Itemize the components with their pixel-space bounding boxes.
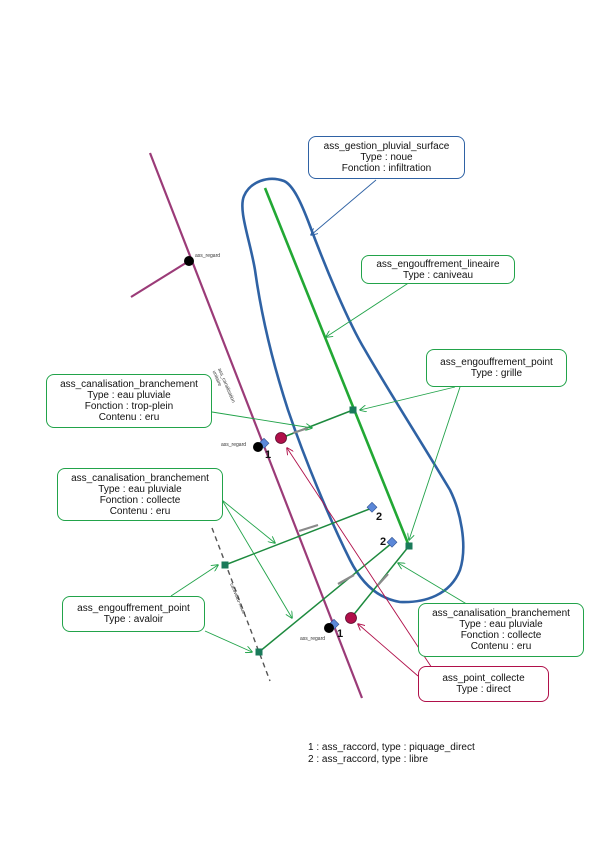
noue-outline (241, 177, 465, 604)
legend-item: 1 : ass_raccord, type : piquage_direct (308, 742, 475, 753)
box-engouffrement-point-grille: ass_engouffrement_point Type : grille (426, 349, 567, 387)
box-title: ass_canalisation_branchement (432, 608, 570, 619)
engouffrement-point-grille-top (349, 406, 357, 414)
callout-arrow-collecte-right (398, 563, 471, 607)
raccord-number: 2 (376, 511, 382, 523)
raccord-number: 1 (337, 628, 343, 640)
callout-arrows (170, 179, 471, 677)
box-title: ass_engouffrement_lineaire (376, 258, 500, 270)
box-line: Type : avaloir (103, 614, 164, 625)
callout-arrow-grille-top (360, 386, 456, 410)
caniveau-line (263, 187, 411, 547)
box-line: Fonction : collecte (99, 494, 181, 506)
callout-arrow-collecte-left-a (221, 499, 275, 543)
regard-node-top (184, 256, 194, 266)
callout-arrow-lineaire (326, 281, 411, 337)
flow-arrow (337, 574, 355, 585)
regard-label: ass_regard (300, 636, 325, 642)
box-branchement-trop-plein: ass_canalisation_branchement Type : eau … (46, 374, 212, 428)
box-branchement-collecte-right: ass_canalisation_branchement Type : eau … (418, 603, 584, 657)
box-title: ass_engouffrement_point (440, 357, 553, 368)
regard-label: ass_regard (195, 253, 220, 259)
box-title: ass_gestion_pluvial_surface (323, 141, 450, 152)
callout-arrow-trop-plein (211, 411, 312, 428)
callout-arrow-collecte-left-b (221, 499, 292, 618)
callout-arrow-point-collecte-b (287, 448, 433, 669)
box-line: Fonction : infiltration (341, 163, 432, 174)
box-line: Fonction : collecte (460, 630, 542, 641)
callout-arrow-avaloir-lower (204, 630, 252, 652)
canalisation-label: ass_canalisation unitaire (211, 367, 237, 407)
flow-arrow (377, 573, 389, 586)
branchement-trop-plein (280, 409, 354, 439)
canalisation-branch-line (130, 260, 190, 298)
box-engouffrement-point-avaloir: ass_engouffrement_point Type : avaloir (62, 596, 205, 632)
box-point-collecte: ass_point_collecte Type : direct (418, 666, 549, 702)
regard-node-bottom (324, 623, 334, 633)
regard-label: ass_regard (221, 442, 246, 448)
box-line: Type : eau pluviale (98, 483, 182, 495)
point-collecte-node-upper (275, 432, 287, 444)
callout-arrow-grille-bottom (409, 386, 461, 540)
box-line: Type : noue (360, 152, 413, 163)
box-line: Type : grille (470, 368, 523, 379)
box-line: Fonction : trop-plein (84, 401, 174, 412)
box-title: ass_engouffrement_point (77, 603, 190, 614)
engouffrement-point-grille-bottom (405, 542, 413, 550)
legend-item: 2 : ass_raccord, type : libre (308, 754, 429, 765)
box-title: ass_canalisation_branchement (71, 472, 209, 484)
box-engouffrement-lineaire: ass_engouffrement_lineaire Type : canive… (361, 255, 515, 284)
callout-arrow-gestion (311, 179, 377, 235)
canalisation-unitaire-line (148, 152, 364, 699)
box-line: Type : eau pluviale (459, 619, 543, 630)
engouffrement-point-avaloir-lower (255, 648, 263, 656)
flow-arrow (298, 523, 319, 533)
raccord-libre-diamond (386, 536, 398, 548)
box-title: ass_point_collecte (442, 673, 525, 684)
caniveau-noue-label: caniveau-noue (228, 582, 246, 615)
box-line: Contenu : eru (470, 641, 532, 652)
raccord-number: 1 (265, 449, 271, 461)
box-line: Type : caniveau (402, 269, 474, 281)
box-branchement-collecte-left: ass_canalisation_branchement Type : eau … (57, 468, 223, 521)
branchement-collecte-left-lower (258, 542, 393, 653)
regard-node-middle (253, 442, 263, 452)
engouffrement-point-avaloir-upper (221, 561, 229, 569)
raccord-number: 2 (380, 536, 386, 548)
legend: 1 : ass_raccord, type : piquage_direct 2… (308, 742, 475, 766)
branchement-collecte-left-upper (224, 507, 373, 566)
box-gestion-pluvial-surface: ass_gestion_pluvial_surface Type : noue … (308, 136, 465, 179)
box-title: ass_canalisation_branchement (60, 379, 198, 390)
callout-arrow-avaloir-upper (170, 565, 218, 597)
box-line: Contenu : eru (109, 505, 171, 517)
point-collecte-node-lower (345, 612, 357, 624)
box-line: Type : eau pluviale (87, 390, 171, 401)
raccord-libre-diamond (366, 501, 378, 513)
box-line: Contenu : eru (98, 412, 160, 423)
box-line: Type : direct (456, 684, 511, 695)
callout-arrow-point-collecte-a (358, 624, 419, 677)
